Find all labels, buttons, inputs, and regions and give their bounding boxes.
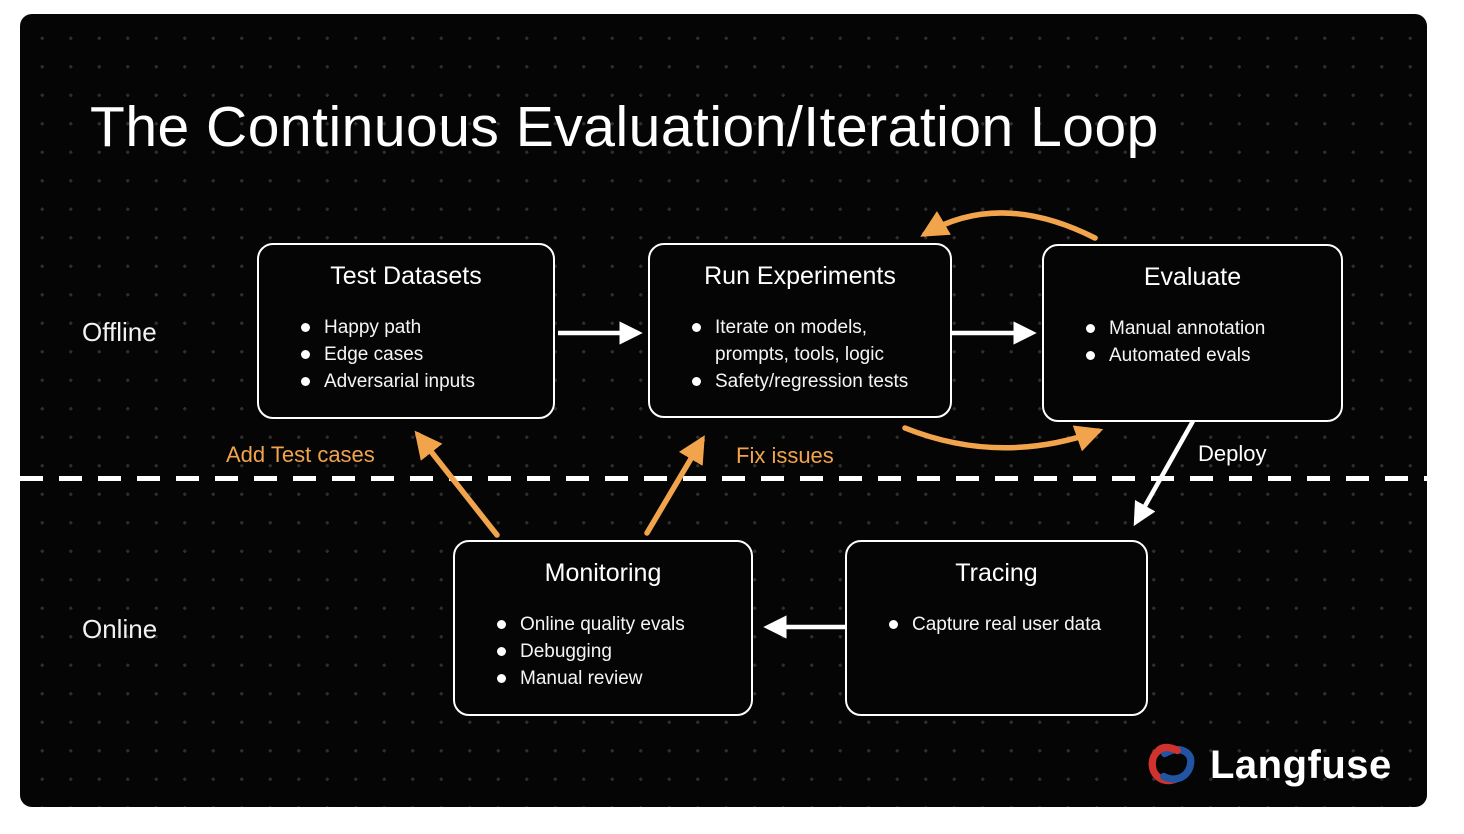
node-title: Run Experiments (704, 262, 896, 290)
node-bullet-list: Capture real user data (847, 611, 1146, 638)
node-bullet-list: Happy path Edge cases Adversarial inputs (259, 314, 553, 395)
node-evaluate: Evaluate Manual annotation Automated eva… (1042, 244, 1343, 422)
bullet-item: Adversarial inputs (299, 368, 541, 395)
bullet-item: Safety/regression tests (690, 368, 938, 395)
node-monitoring: Monitoring Online quality evals Debuggin… (453, 540, 753, 716)
arrow-evaluate-to-tracing-deploy (1133, 419, 1195, 527)
node-run-experiments: Run Experiments Iterate on models, promp… (648, 243, 952, 418)
bullet-item: Automated evals (1084, 342, 1329, 369)
node-test-datasets: Test Datasets Happy path Edge cases Adve… (257, 243, 555, 419)
brand-langfuse: Langfuse (1146, 740, 1392, 790)
node-title: Tracing (955, 559, 1038, 587)
arrow-monitoring-to-test-datasets (414, 430, 500, 538)
bullet-item: Capture real user data (887, 611, 1134, 638)
page-title: The Continuous Evaluation/Iteration Loop (90, 95, 1159, 159)
bullet-item: Happy path (299, 314, 541, 341)
offline-online-divider (20, 476, 1427, 481)
node-tracing: Tracing Capture real user data (845, 540, 1148, 716)
langfuse-logo-icon (1148, 743, 1195, 785)
bullet-item: Iterate on models, prompts, tools, logic (690, 314, 938, 368)
slide-canvas: The Continuous Evaluation/Iteration Loop… (20, 14, 1427, 807)
edge-label-add-test-cases: Add Test cases (226, 442, 375, 467)
lane-label-online: Online (82, 614, 158, 644)
arrow-evaluate-to-run-experiments-loop-top (920, 210, 1098, 241)
node-title: Evaluate (1143, 263, 1242, 291)
lane-label-offline: Offline (82, 317, 157, 347)
node-title: Test Datasets (330, 262, 482, 290)
bullet-item: Debugging (495, 638, 739, 665)
bullet-item: Edge cases (299, 341, 541, 368)
brand-name: Langfuse (1210, 742, 1392, 787)
bullet-item: Manual annotation (1084, 315, 1329, 342)
node-bullet-list: Iterate on models, prompts, tools, logic… (650, 314, 950, 395)
bullet-item: Manual review (495, 665, 739, 692)
edge-label-fix-issues: Fix issues (736, 443, 834, 468)
bullet-item: Online quality evals (495, 611, 739, 638)
node-bullet-list: Manual annotation Automated evals (1044, 315, 1341, 369)
edge-label-deploy: Deploy (1198, 441, 1267, 466)
arrow-run-experiments-to-evaluate-loop-bottom (902, 425, 1104, 452)
node-title: Monitoring (544, 559, 662, 587)
node-bullet-list: Online quality evals Debugging Manual re… (455, 611, 751, 692)
arrow-monitoring-to-run-experiments (644, 435, 705, 536)
